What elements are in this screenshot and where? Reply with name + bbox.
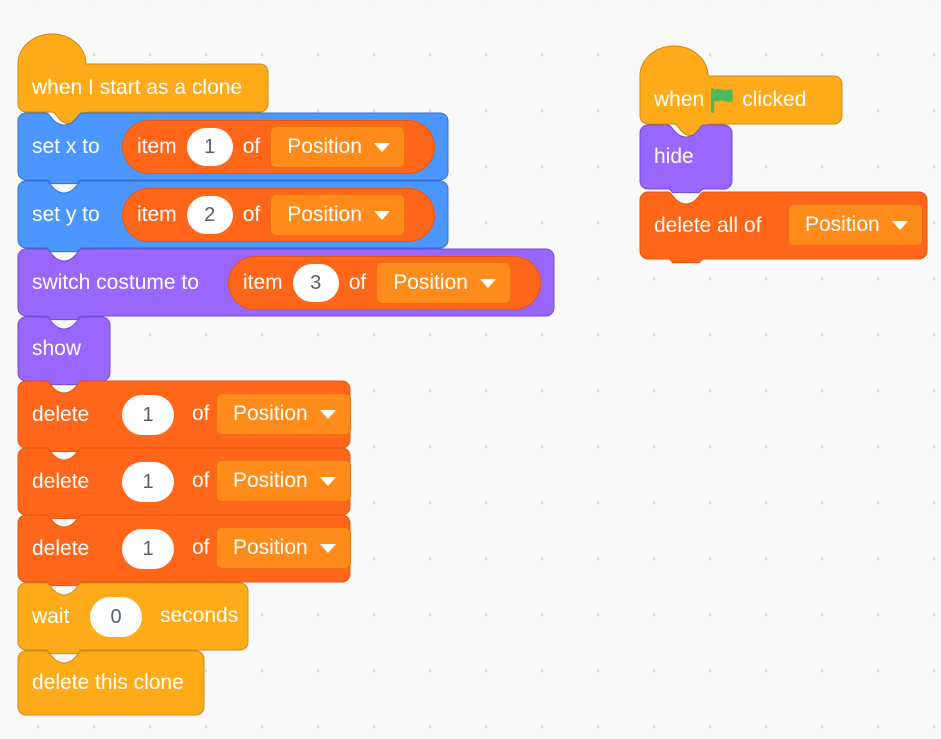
list-index-input[interactable]: 2 — [186, 196, 233, 234]
chevron-down-icon — [373, 210, 390, 220]
block-wait-seconds[interactable]: wait 0 seconds — [17, 582, 249, 655]
list-index-input[interactable]: 1 — [122, 395, 174, 435]
block-delete-of-list[interactable]: delete 1 of Position — [17, 380, 351, 453]
block-delete-of-list[interactable]: delete 1 of Position — [17, 447, 351, 520]
seconds-label: seconds — [160, 604, 239, 627]
block-delete-this-clone[interactable]: delete this clone — [17, 650, 205, 716]
block-hide[interactable]: hide — [639, 124, 733, 194]
block-delete-all-of-list[interactable]: delete all of Position — [639, 191, 928, 264]
reporter-prefix-label: item — [137, 135, 177, 158]
chevron-down-icon — [319, 543, 336, 553]
list-dropdown-label: Position — [805, 213, 880, 236]
chevron-down-icon — [479, 278, 496, 288]
reporter-item-of-list[interactable]: item 2 of Position — [122, 188, 435, 242]
of-label: of — [192, 469, 210, 492]
chevron-down-icon — [319, 476, 336, 486]
block-when-green-flag-clicked[interactable]: when clicked — [639, 42, 843, 137]
block-delete-of-list[interactable]: delete 1 of Position — [17, 514, 351, 587]
list-dropdown[interactable]: Position — [216, 460, 351, 502]
of-label: of — [192, 402, 210, 425]
list-dropdown-label: Position — [287, 203, 362, 226]
list-dropdown[interactable]: Position — [270, 194, 405, 236]
reporter-item-of-list[interactable]: item 3 of Position — [228, 256, 541, 310]
reporter-item-of-list[interactable]: item 1 of Position — [122, 120, 435, 174]
list-dropdown[interactable]: Position — [216, 393, 351, 435]
list-dropdown-label: Position — [233, 402, 308, 425]
block-set-x-to[interactable]: set x to item 1 of Position — [17, 112, 449, 185]
reporter-prefix-label: item — [243, 271, 283, 294]
list-index-input[interactable]: 1 — [122, 529, 174, 569]
list-index-input[interactable]: 1 — [122, 462, 174, 502]
reporter-of-label: of — [242, 203, 261, 226]
list-index-input[interactable]: 3 — [292, 264, 339, 302]
block-when-i-start-as-a-clone[interactable]: when I start as a clone — [17, 30, 269, 125]
reporter-of-label: of — [242, 135, 261, 158]
block-switch-costume-to[interactable]: switch costume to item 3 of Position — [17, 248, 555, 321]
reporter-prefix-label: item — [137, 203, 177, 226]
list-index-input[interactable]: 1 — [186, 128, 233, 166]
reporter-of-label: of — [348, 271, 367, 294]
list-dropdown-label: Position — [233, 469, 308, 492]
list-dropdown[interactable]: Position — [216, 527, 351, 569]
list-dropdown-label: Position — [393, 271, 468, 294]
list-dropdown-label: Position — [287, 135, 362, 158]
block-show[interactable]: show — [17, 316, 111, 386]
chevron-down-icon — [373, 142, 390, 152]
of-label: of — [192, 536, 210, 559]
chevron-down-icon — [891, 220, 908, 230]
wait-duration-input[interactable]: 0 — [90, 597, 142, 637]
list-dropdown[interactable]: Position — [270, 126, 405, 168]
list-dropdown-label: Position — [233, 536, 308, 559]
chevron-down-icon — [319, 409, 336, 419]
list-dropdown[interactable]: Position — [788, 204, 923, 246]
block-set-y-to[interactable]: set y to item 2 of Position — [17, 180, 449, 253]
list-dropdown[interactable]: Position — [376, 262, 511, 304]
